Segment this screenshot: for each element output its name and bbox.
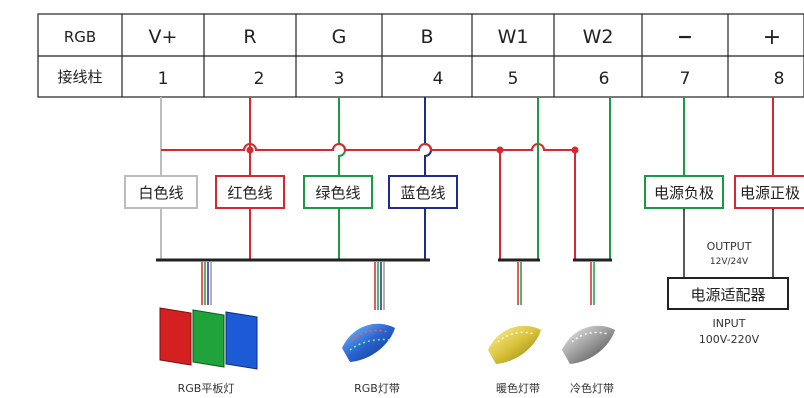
label-power-positive: 电源正极 — [740, 184, 800, 202]
header-vplus: V+ — [149, 26, 178, 48]
header-r: R — [243, 26, 256, 48]
terminal-1: 1 — [158, 69, 169, 89]
terminal-3: 3 — [334, 69, 345, 89]
label-green-wire: 绿色线 — [315, 184, 360, 202]
header-b: B — [420, 26, 433, 48]
caption-rgb-strip: RGB灯带 — [354, 382, 400, 395]
terminal-6: 6 — [599, 69, 610, 89]
terminal-4: 4 — [433, 69, 444, 89]
terminal-2: 2 — [254, 69, 265, 89]
caption-warm-strip: 暖色灯带 — [496, 381, 540, 395]
label-blue-wire: 蓝色线 — [400, 184, 445, 202]
terminal-5: 5 — [508, 69, 519, 89]
wires — [160, 97, 774, 278]
terminal-label: 接线柱 — [57, 68, 102, 86]
header-plus: + — [763, 25, 781, 50]
header-w1: W1 — [498, 26, 529, 48]
cable-bundles — [201, 262, 595, 310]
cold-strip-image — [562, 325, 615, 364]
wire-labels: 白色线 红色线 绿色线 蓝色线 电源负极 电源正极 — [124, 175, 804, 209]
label-white-wire: 白色线 — [138, 184, 183, 202]
adapter-input-label: INPUT — [713, 317, 746, 330]
rgb-strip-image — [342, 323, 395, 362]
adapter-name: 电源适配器 — [690, 286, 765, 304]
terminal-8: 8 — [774, 69, 785, 89]
rgb-panel-light-image — [159, 307, 258, 370]
caption-cold-strip: 冷色灯带 — [570, 381, 614, 395]
header-minus: − — [677, 26, 693, 48]
adapter-input-voltage: 100V-220V — [699, 333, 760, 346]
adapter-output-label: OUTPUT — [707, 240, 752, 253]
red-bus — [161, 143, 575, 151]
label-red-wire: 红色线 — [227, 184, 272, 202]
power-adapter: OUTPUT 12V/24V 电源适配器 INPUT 100V-220V — [667, 240, 789, 346]
warm-strip-image — [488, 325, 541, 364]
header-rgb: RGB — [64, 28, 96, 46]
adapter-output-voltage: 12V/24V — [710, 257, 749, 267]
label-power-negative: 电源负极 — [654, 184, 714, 202]
terminal-table: RGB V+ R G B W1 W2 − + 接线柱 1 2 3 4 5 6 7… — [37, 13, 804, 98]
junctions — [246, 146, 579, 154]
caption-rgb-panel: RGB平板灯 — [178, 381, 235, 395]
terminal-7: 7 — [680, 69, 691, 89]
header-w2: W2 — [583, 26, 614, 48]
header-g: G — [332, 26, 347, 48]
